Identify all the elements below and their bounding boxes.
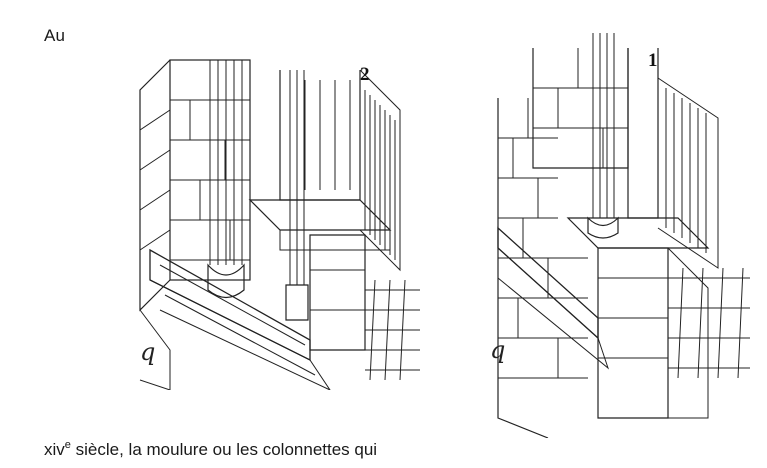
engraving-right: 1 q xyxy=(490,33,750,438)
engraving-right-number: 1 xyxy=(648,50,658,71)
engraving-right-signature: q xyxy=(490,336,505,364)
engraving-left-signature: q xyxy=(140,338,155,366)
svg-text:2: 2 xyxy=(360,64,370,85)
century-superscript: e xyxy=(64,439,71,451)
bottom-text-rest: siècle, la moulure ou les colonnettes qu… xyxy=(70,440,378,459)
engraving-left-number: 2 xyxy=(360,64,370,85)
svg-text:q: q xyxy=(140,338,155,366)
svg-text:1: 1 xyxy=(648,50,658,71)
svg-text:q: q xyxy=(490,336,505,364)
bottom-text: xive siècle, la moulure ou les colonnett… xyxy=(44,440,377,460)
century-numeral: xiv xyxy=(44,440,65,459)
engraving-left: 2 q xyxy=(139,59,420,390)
top-text: Au xyxy=(44,26,66,45)
